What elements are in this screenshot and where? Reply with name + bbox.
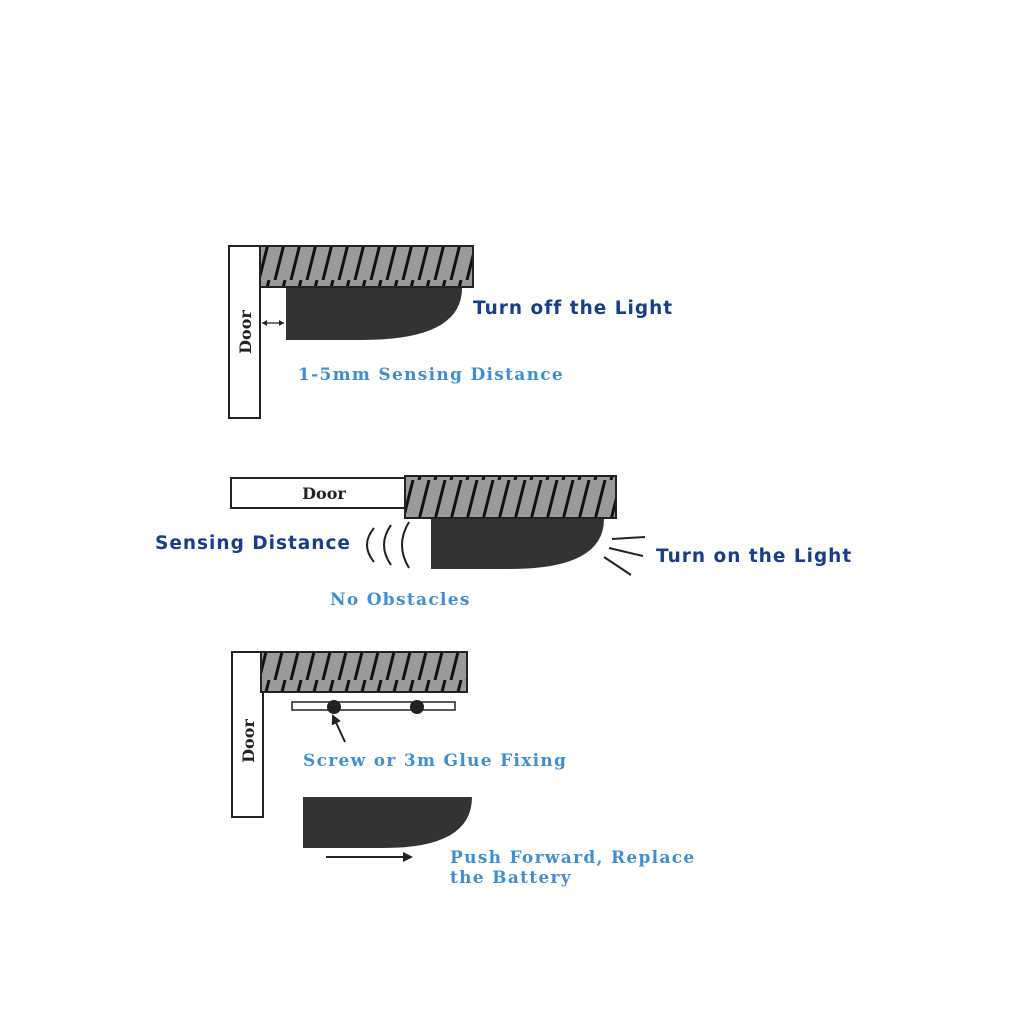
gap-arrow-head-left: [262, 320, 267, 326]
fixing-label: Screw or 3m Glue Fixing: [303, 751, 568, 771]
sensing-range-label: 1-5mm Sensing Distance: [298, 365, 565, 385]
sensing-wave-icon: [366, 521, 410, 569]
ceiling-hatched: [259, 245, 474, 288]
no-obstacles-label: No Obstacles: [330, 590, 471, 610]
push-forward-label-line1: Push Forward, Replace: [450, 848, 696, 868]
push-forward-label-line2: the Battery: [450, 868, 572, 888]
door-label: Door: [239, 719, 258, 763]
screw-icon: [327, 700, 341, 714]
gap-arrow-head-right: [279, 320, 284, 326]
panel-door-open: Door: [230, 475, 646, 576]
panel-mounting: Door: [231, 651, 472, 862]
door-vertical: [231, 651, 264, 818]
door-label: Door: [236, 310, 255, 354]
light-rays-icon: [603, 536, 646, 576]
light-body: [303, 797, 472, 848]
door-vertical: [228, 245, 261, 419]
turn-on-light-label: Turn on the Light: [656, 546, 853, 567]
ceiling-hatched: [260, 651, 468, 693]
screw-pointer-arrow: [331, 714, 346, 743]
door-label-horizontal: Door: [302, 484, 346, 503]
turn-off-light-label: Turn off the Light: [473, 298, 674, 319]
sensing-distance-label: Sensing Distance: [155, 533, 351, 554]
mounting-plate: [291, 701, 456, 711]
ceiling-hatched: [404, 475, 617, 519]
panel-door-closed: Door: [228, 245, 474, 419]
screw-icon: [410, 700, 424, 714]
light-body: [431, 519, 604, 569]
light-body: [286, 288, 462, 340]
door-horizontal: [230, 477, 406, 509]
